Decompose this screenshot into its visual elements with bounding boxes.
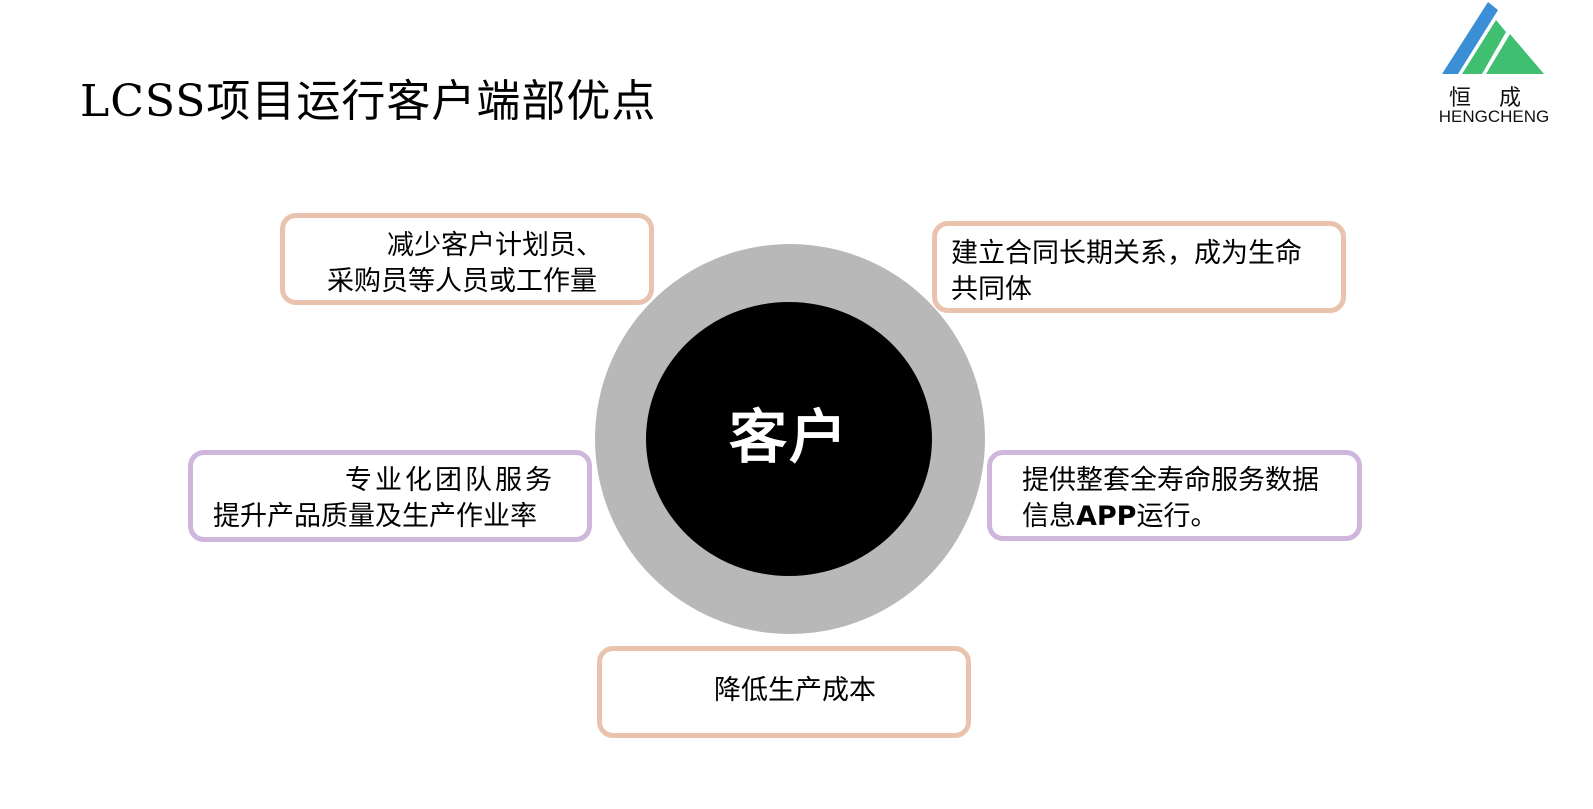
logo-chinese-text: 恒成 (1448, 86, 1549, 111)
benefit-text-line: 专业化团队服务 (345, 465, 555, 496)
benefit-text-line: 提升产品质量及生产作业率 (213, 501, 537, 532)
app-keyword: APP (1076, 501, 1137, 532)
page-title: LCSS项目运行客户端部优点 (80, 76, 657, 127)
logo-english-text: HENGCHENG (1438, 107, 1550, 126)
benefit-box-reduce-cost: 降低生产成本 (597, 646, 971, 738)
benefit-box-professional-team: 专业化团队服务 提升产品质量及生产作业率 (188, 450, 592, 542)
benefit-text-line: 采购员等人员或工作量 (327, 266, 597, 297)
benefit-box-reduce-staff: 减少客户计划员、 采购员等人员或工作量 (280, 213, 654, 305)
benefit-box-lifecycle-data: 提供整套全寿命服务数据 信息APP运行。 (987, 450, 1362, 541)
company-logo: 恒成 HENGCHENG (1436, 2, 1558, 128)
benefit-text-line: 提供整套全寿命服务数据 (1022, 465, 1319, 496)
benefit-text-line: 减少客户计划员、 (387, 230, 603, 261)
benefit-text-fragment: 信息 (1022, 501, 1076, 532)
benefit-text-line: 建立合同长期关系，成为生命 (951, 238, 1302, 269)
benefit-text-line-app: 信息APP运行。 (1022, 499, 1357, 535)
benefit-text-line: 降低生产成本 (714, 675, 876, 706)
benefit-text-line: 共同体 (951, 274, 1032, 305)
mountain-logo-icon (1442, 2, 1544, 74)
benefit-box-long-term-contract: 建立合同长期关系，成为生命 共同体 (932, 221, 1346, 313)
benefit-text-fragment: 运行。 (1136, 501, 1218, 532)
inner-circle (646, 302, 932, 576)
center-label: 客户 (728, 403, 849, 471)
